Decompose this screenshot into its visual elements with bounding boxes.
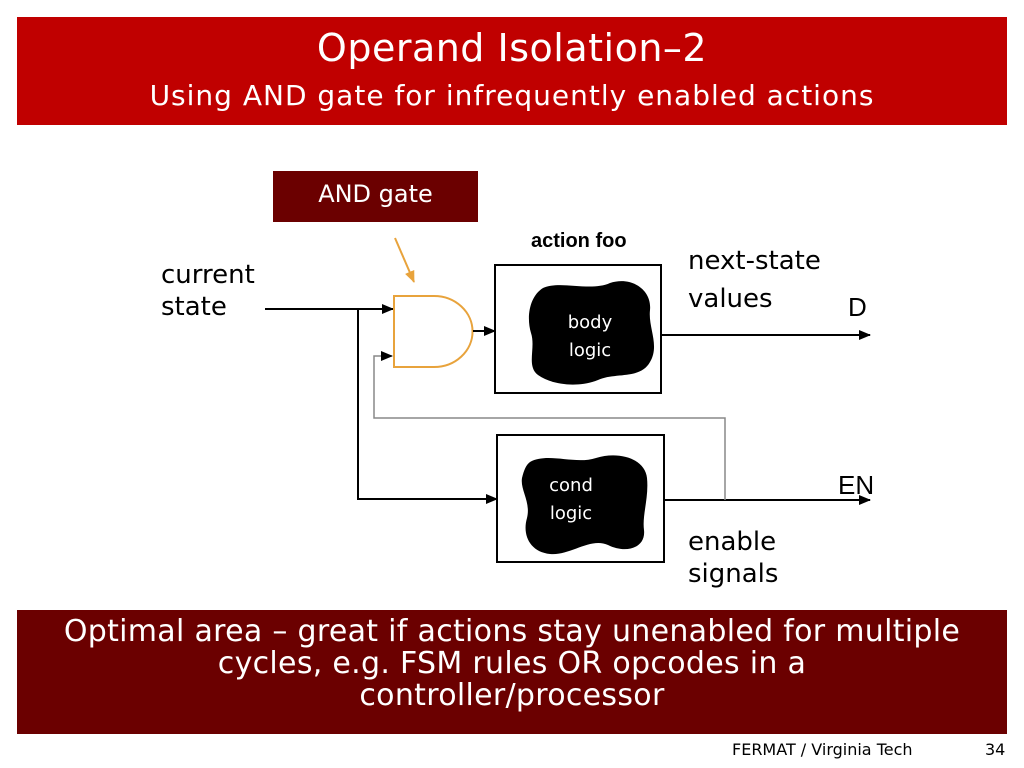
branch-to-cond-wire (357, 309, 498, 504)
enable-line1: enable (688, 527, 777, 557)
summary-line1: Optimal area – great if actions stay une… (63, 614, 961, 649)
slide-title: Operand Isolation–2 (316, 26, 708, 70)
cond-logic-label: cond logic (541, 472, 601, 528)
summary-banner: Optimal area – great if actions stay une… (17, 610, 1007, 734)
summary-line2: cycles, e.g. FSM rules OR opcodes in a (217, 646, 807, 681)
footer-source: FERMAT / Virginia Tech (732, 740, 913, 759)
en-output-label: EN (838, 470, 875, 500)
cond-logic-blob (521, 455, 648, 555)
body-logic-blob (528, 281, 655, 385)
next-state-line1: next-state (688, 246, 821, 276)
body-logic-line1: body (567, 312, 613, 333)
next-state-label: next-state values (688, 242, 821, 318)
current-state-line2: state (161, 292, 227, 322)
enable-signals-label: enable signals (688, 526, 778, 590)
and-pointer-arrow (394, 237, 415, 283)
page-number: 34 (985, 740, 1006, 759)
action-foo-label: action foo (531, 230, 627, 252)
cond-logic-line2: logic (549, 503, 593, 524)
d-output-label: D (848, 292, 867, 322)
next-state-line2: values (688, 284, 773, 314)
title-banner: Operand Isolation–2 Using AND gate for i… (17, 17, 1007, 125)
and-gate-label: AND gate (273, 171, 478, 222)
cond-logic-line1: cond (549, 475, 593, 496)
enable-feedback-wire (373, 351, 726, 500)
current-state-label: current state (161, 259, 255, 323)
slide-subtitle: Using AND gate for infrequently enabled … (149, 79, 875, 112)
body-logic-label: body logic (560, 309, 620, 365)
summary-line3: controller/processor (359, 678, 665, 713)
current-state-line1: current (161, 260, 255, 290)
enable-line2: signals (688, 559, 779, 589)
body-logic-line2: logic (568, 340, 612, 361)
and-gate-shape (393, 295, 474, 368)
